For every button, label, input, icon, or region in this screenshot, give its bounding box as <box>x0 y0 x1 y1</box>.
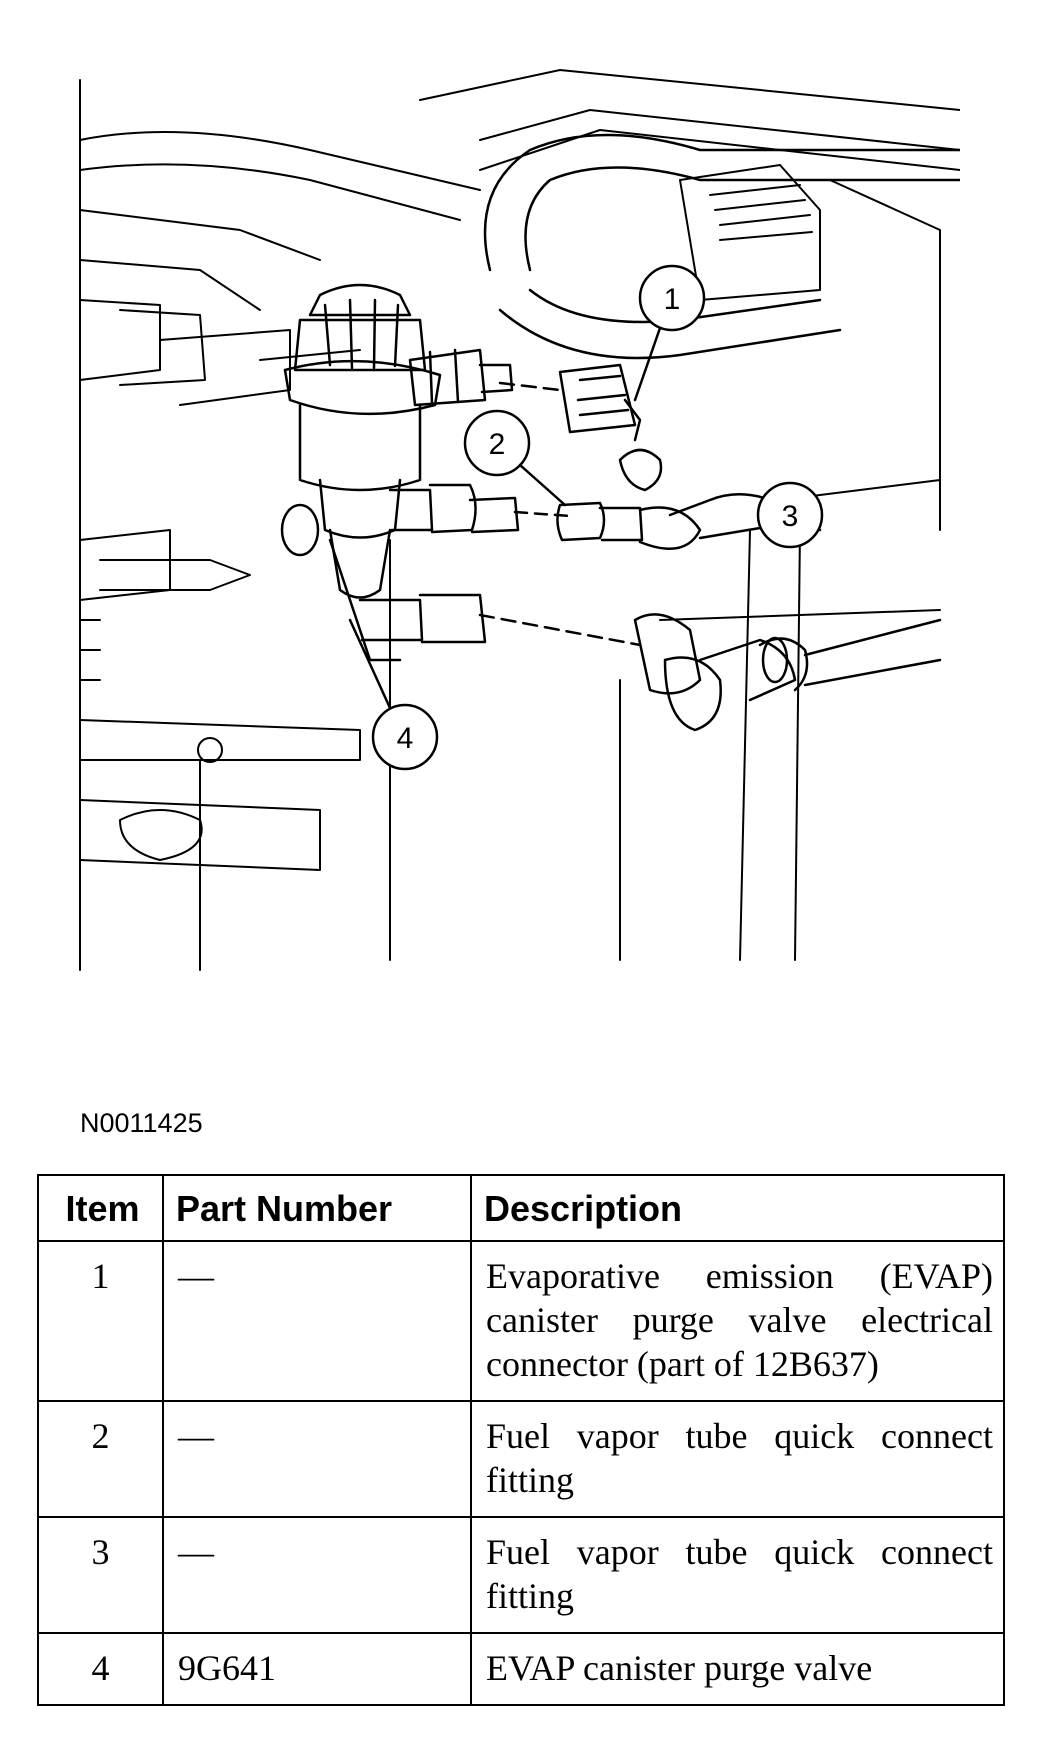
header-item: Item <box>37 1174 164 1242</box>
component-illustration: 1 2 3 4 <box>60 60 960 980</box>
cell-description: Evaporative emission (EVAP) canister pur… <box>470 1240 1005 1402</box>
cell-description: EVAP canister purge valve <box>470 1632 1005 1706</box>
hose-loop <box>483 133 960 360</box>
callout-1: 1 <box>633 264 706 402</box>
table-row: 3 — Fuel vapor tube quick connect fittin… <box>37 1516 1005 1634</box>
cell-description: Fuel vapor tube quick connect fitting <box>470 1400 1005 1518</box>
cell-part-number: — <box>162 1400 472 1518</box>
table-row: 2 — Fuel vapor tube quick connect fittin… <box>37 1400 1005 1518</box>
cell-description: Fuel vapor tube quick connect fitting <box>470 1516 1005 1634</box>
cell-item: 4 <box>37 1632 164 1706</box>
cell-item: 2 <box>37 1400 164 1518</box>
header-description: Description <box>470 1174 1005 1242</box>
callout-1-label: 1 <box>664 283 681 316</box>
figure-id: N0011425 <box>80 1108 203 1138</box>
cell-item: 3 <box>37 1516 164 1634</box>
background-structure <box>79 69 960 971</box>
purge-valve-body <box>280 283 442 662</box>
table-row: 4 9G641 EVAP canister purge valve <box>37 1632 1005 1706</box>
parts-table: Item Part Number Description 1 — Evapora… <box>37 1174 1005 1706</box>
cell-part-number: — <box>162 1240 472 1402</box>
callout-3: 3 <box>698 481 824 549</box>
header-part-number: Part Number <box>162 1174 472 1242</box>
quick-connect-fitting-lower <box>358 593 942 732</box>
table-row: 1 — Evaporative emission (EVAP) canister… <box>37 1240 1005 1402</box>
callout-2-label: 2 <box>489 428 506 461</box>
table-header-row: Item Part Number Description <box>37 1174 1005 1242</box>
cell-item: 1 <box>37 1240 164 1402</box>
callout-4-label: 4 <box>397 722 414 755</box>
callout-3-label: 3 <box>782 500 799 533</box>
callout-4: 4 <box>348 618 439 771</box>
cell-part-number: 9G641 <box>162 1632 472 1706</box>
cell-part-number: — <box>162 1516 472 1634</box>
electrical-connector <box>408 348 642 442</box>
quick-connect-fitting-upper <box>388 448 822 550</box>
callout-2: 2 <box>463 409 567 507</box>
